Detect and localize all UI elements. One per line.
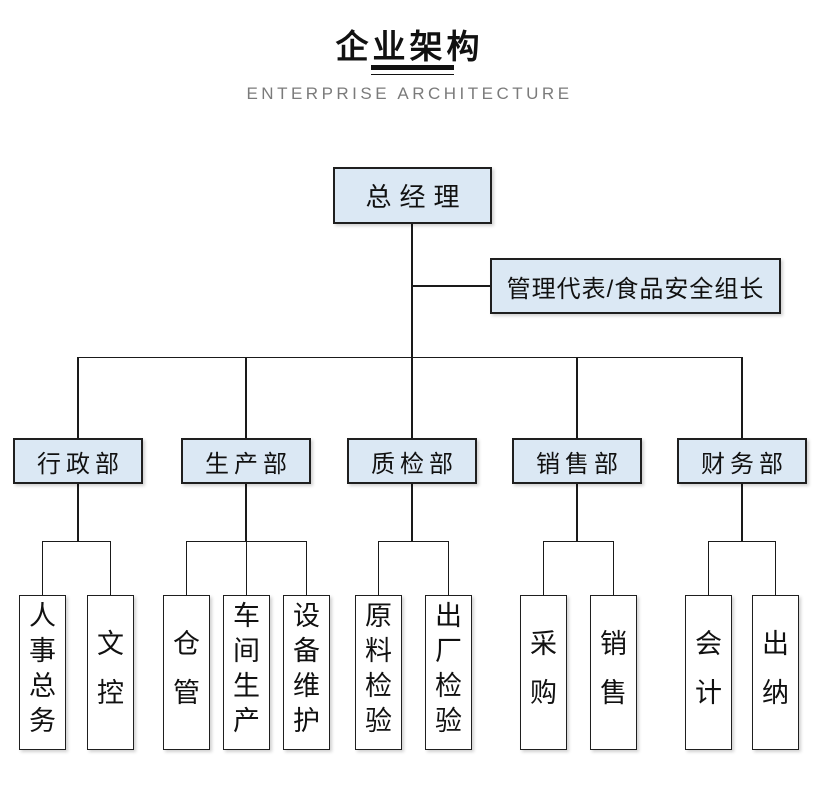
- connector-leaf-drop: [612, 541, 615, 595]
- connector-leaf-drop: [377, 541, 380, 595]
- leaf-label: 原料检验: [365, 600, 392, 736]
- connector-parent-drop: [741, 484, 743, 541]
- node-workshop-production: 车间生产: [223, 595, 270, 750]
- connector-distribution: [77, 356, 743, 358]
- title-underline-thin: [371, 73, 454, 76]
- connector-leaf-drop: [447, 541, 450, 595]
- connector-parent-drop: [576, 484, 578, 541]
- connector-parent-drop: [245, 484, 247, 541]
- title-underline-thick: [371, 65, 454, 70]
- node-dept-sales: 销售部: [512, 438, 642, 484]
- leaf-label: 销售: [600, 628, 627, 708]
- node-warehouse-management: 仓管: [163, 595, 210, 750]
- leaf-label: 人事总务: [29, 600, 56, 736]
- node-cashier: 出纳: [752, 595, 799, 750]
- node-management-representative: 管理代表/食品安全组长: [490, 258, 781, 314]
- node-purchasing: 采购: [520, 595, 567, 750]
- connector-dept-drop: [576, 357, 578, 438]
- leaf-label: 文控: [97, 628, 124, 708]
- connector-dept-drop: [411, 357, 413, 438]
- node-dept-production: 生产部: [181, 438, 311, 484]
- connector-parent-drop: [411, 484, 413, 541]
- leaf-label: 出纳: [762, 628, 789, 708]
- leaf-label: 设备维护: [293, 600, 320, 736]
- page-title: 企业架构: [335, 28, 484, 65]
- connector-dept-drop: [741, 357, 743, 438]
- connector-junction: [42, 540, 111, 542]
- connector-junction: [378, 540, 449, 542]
- connector-parent-drop: [77, 484, 79, 541]
- connector-dept-drop: [245, 357, 247, 438]
- connector-leaf-drop: [185, 541, 188, 595]
- connector-junction: [543, 540, 614, 542]
- node-raw-material-inspection: 原料检验: [355, 595, 402, 750]
- node-dept-quality: 质检部: [347, 438, 477, 484]
- node-dept-admin: 行政部: [13, 438, 143, 484]
- connector-dept-drop: [77, 357, 79, 438]
- connector-leaf-drop: [245, 541, 248, 595]
- node-document-control: 文控: [87, 595, 134, 750]
- leaf-label: 仓管: [173, 628, 200, 708]
- leaf-label: 采购: [530, 628, 557, 708]
- leaf-label: 会计: [695, 628, 722, 708]
- connector-leaf-drop: [305, 541, 308, 595]
- connector-leaf-drop: [41, 541, 44, 595]
- leaf-label: 车间生产: [233, 600, 260, 736]
- connector-leaf-drop: [707, 541, 710, 595]
- node-equipment-maintenance: 设备维护: [283, 595, 330, 750]
- leaf-label: 出厂检验: [435, 600, 462, 736]
- connector-junction: [708, 540, 776, 542]
- connector-leaf-drop: [774, 541, 777, 595]
- connector-leaf-drop: [542, 541, 545, 595]
- node-accounting: 会计: [685, 595, 732, 750]
- node-general-manager: 总经理: [333, 167, 492, 224]
- node-hr-general-affairs: 人事总务: [19, 595, 66, 750]
- connector-leaf-drop: [109, 541, 112, 595]
- page-subtitle: ENTERPRISE ARCHITECTURE: [246, 84, 573, 103]
- node-outgoing-inspection: 出厂检验: [425, 595, 472, 750]
- node-sales: 销售: [590, 595, 637, 750]
- node-dept-finance: 财务部: [677, 438, 807, 484]
- connector-staff-branch: [412, 285, 490, 287]
- connector-root-down: [411, 224, 413, 357]
